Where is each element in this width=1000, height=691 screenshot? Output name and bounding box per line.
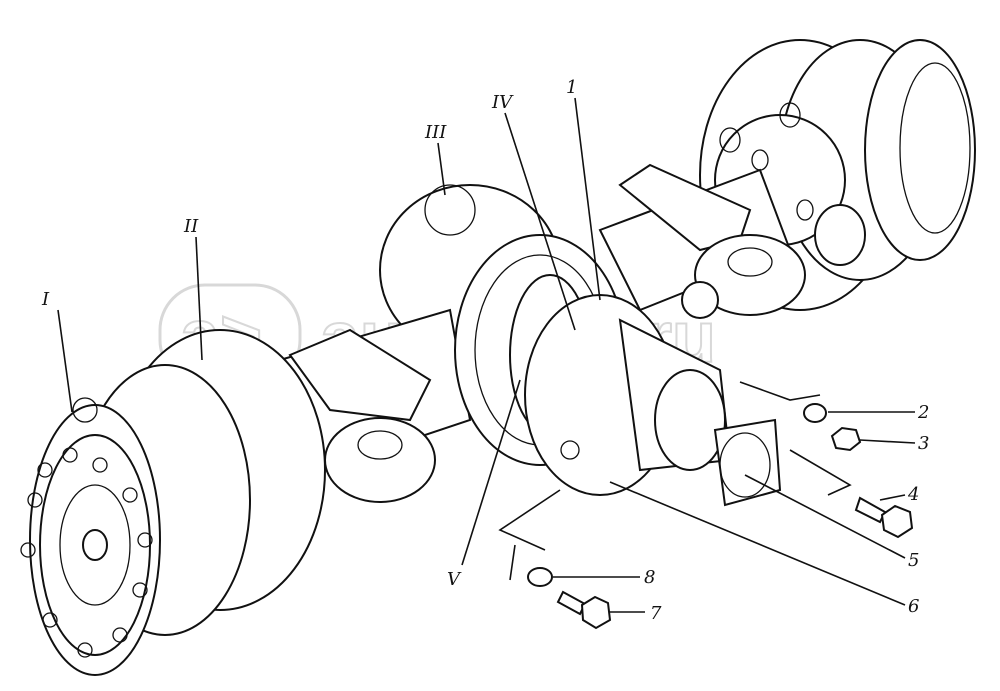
label-7: 7 [650,603,662,624]
callout-labels: I II III IV V 1 2 3 4 5 6 7 8 [41,77,929,624]
nut-3 [830,426,862,452]
label-4: 4 [907,484,919,505]
bolt-7 [556,590,587,616]
washer-8 [527,567,553,587]
axle-housing [278,163,866,503]
bolt-4 [854,496,887,524]
leader-lines [57,97,916,613]
label-6: 6 [908,596,919,617]
washer-2 [803,403,827,423]
label-V: V [447,569,462,590]
label-1: 1 [566,77,577,98]
label-IV: IV [491,92,514,113]
bolt-4-head [880,504,914,539]
differential [454,234,782,507]
fasteners [498,381,914,630]
label-8: 8 [644,567,655,588]
label-5: 5 [908,550,919,571]
label-3: 3 [918,433,929,454]
label-II: II [183,216,199,237]
left-wheel-hub [20,329,326,676]
label-I: I [41,289,50,310]
bolt-7-head [580,595,612,630]
label-2: 2 [917,402,929,423]
label-III: III [424,122,447,143]
